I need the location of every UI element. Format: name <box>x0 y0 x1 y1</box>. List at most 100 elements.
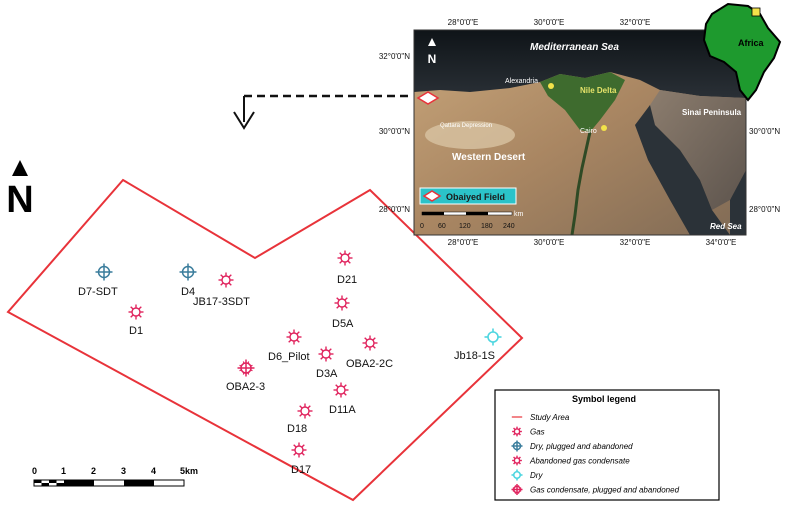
abandoned-gas-condensate-icon <box>512 455 522 466</box>
scale-bar: 0 1 2 3 4 5km <box>32 466 198 487</box>
inset-gulf-aqaba <box>730 170 746 235</box>
gas-icon <box>334 295 350 311</box>
inset-label-western-desert: Western Desert <box>452 152 526 163</box>
legend-row: Dry, plugged and abandoned <box>511 440 633 452</box>
dry-plugged-icon <box>95 263 113 281</box>
inset-scale-tick: 240 <box>503 223 515 230</box>
well-label: D1 <box>129 325 143 337</box>
well-label: D21 <box>337 274 357 286</box>
legend-box <box>494 389 720 501</box>
legend-item-label: Gas condensate, plugged and abandoned <box>530 486 680 495</box>
gas-icon <box>512 426 522 437</box>
inset-label-sinai: Sinai Peninsula <box>682 108 742 117</box>
gas-icon <box>318 346 334 362</box>
coord-right: 28°0'0"N <box>749 205 780 214</box>
inset-field-legend: Obaiyed Field <box>419 187 517 205</box>
africa-locator: Africa <box>702 2 782 102</box>
scale-tick-2: 2 <box>91 466 96 476</box>
scale-tick-1: 1 <box>61 466 66 476</box>
inset-scale-bar: km <box>421 211 524 218</box>
well-d11a[interactable]: D11A <box>329 382 356 417</box>
africa-locator-box <box>751 7 761 17</box>
inset-sinai <box>650 90 746 210</box>
coord-left: 32°0'0"N <box>379 52 410 61</box>
well-label: D5A <box>332 318 354 330</box>
inset-scale-unit: km <box>514 211 524 218</box>
well-jb18-1s[interactable]: Jb18-1S <box>454 328 502 363</box>
dry-icon <box>511 469 523 481</box>
gas-icon <box>362 335 378 351</box>
well-label: OBA2-2C <box>346 358 393 370</box>
well-label: D3A <box>316 368 338 380</box>
scale-tick-0: 0 <box>32 466 37 476</box>
inset-scale-tick: 0 <box>420 223 424 230</box>
coord-right: 30°0'0"N <box>749 127 780 136</box>
inset-sea <box>414 30 746 98</box>
inset-label-delta: Nile Delta <box>580 86 617 95</box>
inset-frame <box>413 29 747 236</box>
well-d4[interactable]: D4 <box>179 263 197 299</box>
inset-scale-tick: 120 <box>459 223 471 230</box>
legend-row: Gas condensate, plugged and abandoned <box>511 483 680 496</box>
well-label: D17 <box>291 464 311 476</box>
legend-row: Abandoned gas condensate <box>512 455 630 466</box>
well-d17[interactable]: D17 <box>291 442 311 477</box>
gas-icon <box>128 304 144 320</box>
gas-icon <box>297 403 313 419</box>
legend-row: Study Area <box>511 413 570 422</box>
legend-item-label: Abandoned gas condensate <box>529 457 630 466</box>
alexandria-dot <box>548 83 554 89</box>
well-label: OBA2-3 <box>226 381 265 393</box>
well-d21[interactable]: D21 <box>337 250 357 287</box>
cairo-dot <box>601 125 607 131</box>
well-label: D4 <box>181 286 195 298</box>
north-arrow-label: N <box>6 179 33 221</box>
coord-bottom: 30°0'0"E <box>534 238 565 247</box>
inset-qattara <box>425 121 515 149</box>
well-d3a[interactable]: D3A <box>316 346 338 381</box>
well-label: D11A <box>329 404 356 416</box>
well-d5a[interactable]: D5A <box>332 295 354 331</box>
gas-icon <box>286 329 302 345</box>
well-oba2-2c[interactable]: OBA2-2C <box>346 335 393 371</box>
inset-coords: 28°0'0"E 30°0'0"E 32°0'0"E 28°0'0"E 30°0… <box>379 18 781 247</box>
gas-condensate-plugged-icon <box>237 359 255 377</box>
north-arrow: N <box>6 160 34 221</box>
gas-icon <box>337 250 353 266</box>
inset-pointer <box>233 94 412 130</box>
inset-scale-tick: 60 <box>438 223 446 230</box>
dry-icon <box>484 328 502 346</box>
dry-plugged-icon <box>511 440 523 452</box>
north-arrow-head <box>12 160 28 176</box>
legend-title: Symbol legend <box>572 394 636 404</box>
well-d6-pilot[interactable]: D6_Pilot <box>268 329 310 364</box>
inset-label-qattara: Qattara Depression <box>440 123 492 129</box>
legend-item-label: Dry, plugged and abandoned <box>530 442 633 451</box>
legend-item-label: Dry <box>530 471 543 480</box>
inset-label-sea: Mediterranean Sea <box>530 42 619 53</box>
inset-field-legend-label: Obaiyed Field <box>446 192 505 202</box>
coord-top: 32°0'0"E <box>620 18 651 27</box>
study-area-boundary <box>6 178 524 502</box>
well-d1[interactable]: D1 <box>128 304 144 338</box>
well-jb17-3sdt[interactable]: JB17-3SDT <box>193 272 250 309</box>
coord-left: 30°0'0"N <box>379 127 410 136</box>
well-d18[interactable]: D18 <box>287 403 313 436</box>
legend-item-label: Study Area <box>530 413 570 422</box>
well-label: D7-SDT <box>78 286 118 298</box>
inset-field-marker <box>416 91 440 105</box>
inset-scale-ticks: 0 60 120 180 240 <box>420 223 515 230</box>
well-oba2-3[interactable]: OBA2-3 <box>226 359 265 394</box>
well-label: D6_Pilot <box>268 351 310 363</box>
coord-bottom: 32°0'0"E <box>620 238 651 247</box>
legend-item-label: Gas <box>530 428 545 437</box>
inset-north-arrow: N <box>428 38 437 66</box>
gas-icon <box>333 382 349 398</box>
gas-icon <box>218 272 234 288</box>
well-d7-sdt[interactable]: D7-SDT <box>78 263 118 299</box>
inset-north-label: N <box>428 52 437 66</box>
inset-gulf-suez <box>635 105 730 235</box>
